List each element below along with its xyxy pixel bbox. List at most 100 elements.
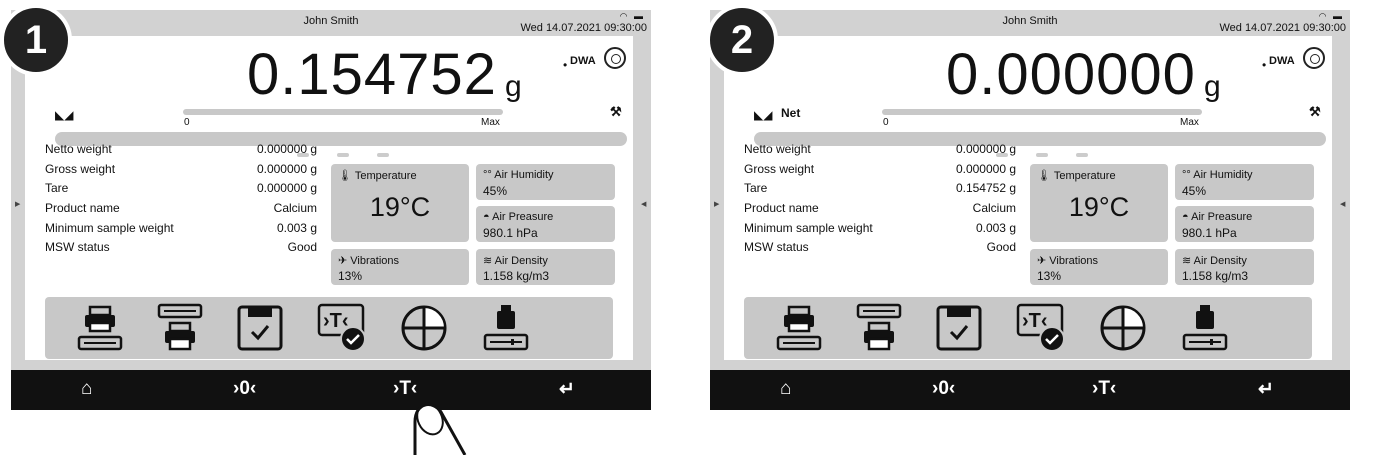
zero-button[interactable]: ›0‹ bbox=[932, 378, 956, 399]
wind-icon: ≋ bbox=[483, 255, 493, 267]
right-side-panel-handle[interactable]: ◀ bbox=[1336, 50, 1350, 360]
weight-value: 0.000000 bbox=[946, 42, 1196, 107]
weight-unit[interactable]: g bbox=[505, 70, 522, 103]
row-label: Gross weight bbox=[744, 161, 815, 176]
card-title: Air Density bbox=[1193, 255, 1247, 267]
right-side-panel-handle[interactable]: ◀ bbox=[637, 50, 651, 360]
tare-button[interactable]: ›T‹ bbox=[1092, 378, 1117, 399]
thermometer-icon: 🌡 bbox=[338, 170, 352, 182]
row-value: 0.000000 g bbox=[256, 142, 317, 156]
row-label: Tare bbox=[744, 181, 768, 196]
user-name[interactable]: John Smith bbox=[1002, 15, 1058, 27]
home-icon[interactable]: ⌂ bbox=[780, 378, 792, 399]
dwa-label: DWA bbox=[1269, 55, 1295, 67]
card-title: Air Preasure bbox=[492, 211, 554, 223]
list-item: Gross weight 0.000000 g bbox=[744, 162, 1016, 182]
droplets-icon: °° bbox=[1182, 169, 1191, 181]
humidity-value: 45% bbox=[1182, 184, 1207, 198]
bottom-nav-bar: ⌂ ›0‹ ›T‹ ↵ bbox=[11, 370, 651, 410]
date-label: Wed 14.07.2021 bbox=[520, 22, 601, 34]
temperature-card[interactable]: 🌡 Temperature 19°C bbox=[331, 164, 469, 242]
density-value: 1.158 kg/m3 bbox=[483, 269, 550, 283]
thermometer-icon: 🌡 bbox=[1037, 170, 1051, 182]
dwa-indicator-icon: • bbox=[1262, 58, 1267, 72]
finger-pointer-icon bbox=[413, 402, 467, 455]
page-indicator[interactable] bbox=[297, 153, 397, 157]
card-title: Temperature bbox=[354, 170, 417, 182]
capacity-bar bbox=[882, 109, 1202, 115]
density-card[interactable]: ≋ Air Density 1.158 kg/m3 bbox=[1175, 249, 1314, 285]
user-name[interactable]: John Smith bbox=[303, 15, 359, 27]
net-label: Net bbox=[781, 106, 801, 120]
card-title: Vibrations bbox=[350, 255, 399, 267]
zero-button[interactable]: ›0‹ bbox=[233, 378, 257, 399]
pie-segments-icon[interactable] bbox=[1098, 303, 1148, 353]
enter-return-icon[interactable]: ↵ bbox=[1258, 379, 1274, 400]
tare-confirm-icon[interactable]: ›T‹ bbox=[1016, 303, 1066, 353]
row-label: Product name bbox=[45, 201, 120, 216]
balance-screen-2: John Smith ◠ ▬ Wed 14.07.2021 09:30:00 0… bbox=[710, 10, 1350, 410]
droplets-icon: °° bbox=[483, 169, 492, 181]
row-label: Product name bbox=[744, 201, 819, 216]
vibrations-card[interactable]: ✈ Vibrations 13% bbox=[331, 249, 469, 285]
temperature-card[interactable]: 🌡 Temperature 19°C bbox=[1030, 164, 1168, 242]
svg-text:›T‹: ›T‹ bbox=[323, 310, 349, 332]
save-confirm-icon[interactable] bbox=[934, 303, 984, 353]
humidity-card[interactable]: °° Air Humidity 45% bbox=[1175, 164, 1314, 200]
print-header-icon[interactable] bbox=[774, 303, 824, 353]
humidity-value: 45% bbox=[483, 184, 508, 198]
capacity-min-label: 0 bbox=[184, 117, 190, 128]
temperature-value: 19°C bbox=[369, 192, 431, 222]
pressure-value: 980.1 hPa bbox=[1182, 226, 1237, 240]
left-side-panel-handle[interactable]: ▶ bbox=[11, 50, 25, 360]
row-label: Netto weight bbox=[45, 142, 112, 156]
row-value: 0.003 g bbox=[975, 220, 1016, 235]
page-indicator[interactable] bbox=[996, 153, 1096, 157]
chevron-right-icon: ▶ bbox=[714, 201, 720, 208]
vibrations-card[interactable]: ✈ Vibrations 13% bbox=[1030, 249, 1168, 285]
tare-confirm-icon[interactable]: ›T‹ bbox=[317, 303, 367, 353]
gauge-icon: ◓ bbox=[1182, 211, 1189, 223]
target-icon[interactable] bbox=[604, 47, 626, 69]
pie-segments-icon[interactable] bbox=[399, 303, 449, 353]
row-label: Tare bbox=[45, 181, 69, 196]
density-value: 1.158 kg/m3 bbox=[1182, 269, 1249, 283]
humidity-card[interactable]: °° Air Humidity 45% bbox=[476, 164, 615, 200]
dwa-label: DWA bbox=[570, 55, 596, 67]
card-title: Air Density bbox=[494, 255, 548, 267]
weight-scale-icon[interactable] bbox=[1180, 303, 1230, 353]
density-card[interactable]: ≋ Air Density 1.158 kg/m3 bbox=[476, 249, 615, 285]
row-value: Good bbox=[287, 240, 317, 255]
settings-tools-icon[interactable]: ⚒ bbox=[610, 104, 622, 119]
row-value: 0.000000 g bbox=[955, 161, 1016, 176]
left-side-panel-handle[interactable]: ▶ bbox=[710, 50, 724, 360]
print-header-icon[interactable] bbox=[75, 303, 125, 353]
save-confirm-icon[interactable] bbox=[235, 303, 285, 353]
row-value: Calcium bbox=[273, 201, 317, 216]
gauge-icon: ◓ bbox=[483, 211, 490, 223]
card-title: Air Preasure bbox=[1191, 211, 1253, 223]
enter-return-icon[interactable]: ↵ bbox=[559, 379, 575, 400]
pressure-card[interactable]: ◓ Air Preasure 980.1 hPa bbox=[1175, 206, 1314, 242]
pressure-card[interactable]: ◓ Air Preasure 980.1 hPa bbox=[476, 206, 615, 242]
home-icon[interactable]: ⌂ bbox=[81, 378, 93, 399]
row-label: MSW status bbox=[744, 240, 809, 255]
print-footer-icon[interactable] bbox=[155, 303, 205, 353]
row-value: 0.000000 g bbox=[256, 161, 317, 176]
target-icon[interactable] bbox=[1303, 47, 1325, 69]
dwa-indicator-icon: • bbox=[563, 58, 568, 72]
capacity-bar bbox=[183, 109, 503, 115]
time-label: 09:30:00 bbox=[604, 22, 647, 34]
vibration-icon: ✈ bbox=[338, 255, 348, 267]
weight-scale-icon[interactable] bbox=[481, 303, 531, 353]
weight-unit[interactable]: g bbox=[1204, 70, 1221, 103]
print-footer-icon[interactable] bbox=[854, 303, 904, 353]
settings-tools-icon[interactable]: ⚒ bbox=[1309, 104, 1321, 119]
tare-button[interactable]: ›T‹ bbox=[393, 378, 418, 399]
